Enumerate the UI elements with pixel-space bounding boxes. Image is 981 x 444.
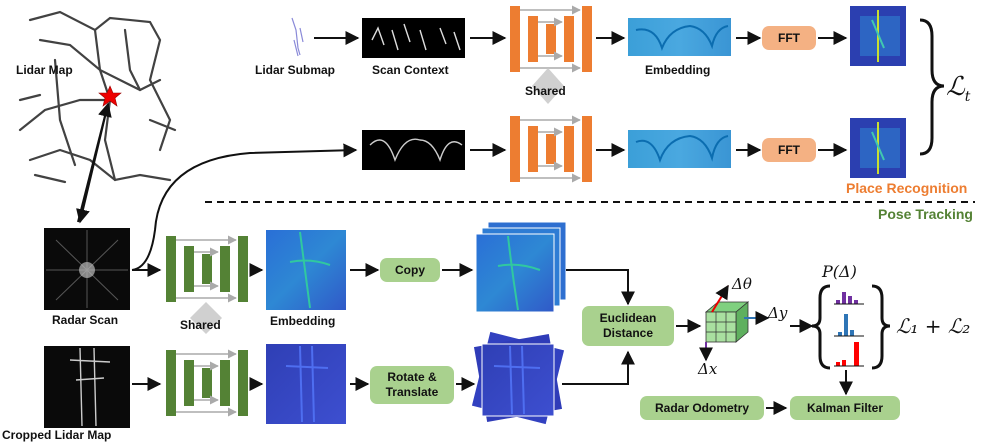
loss-12: ℒ₁ + ℒ₂ xyxy=(896,314,971,338)
lidar-map-image xyxy=(18,10,177,184)
shared-bottom-label: Shared xyxy=(180,318,221,332)
lidar-submap-image xyxy=(291,17,304,57)
loss-t: ℒt xyxy=(946,72,971,106)
radar-scan-context-image xyxy=(362,130,465,170)
cropped-lidar-map-image xyxy=(44,346,130,428)
radar-scan-label: Radar Scan xyxy=(52,313,119,327)
radar-odometry-box: Radar Odometry xyxy=(640,396,764,420)
embedding-top-image xyxy=(628,18,731,56)
fft-box-mid: FFT xyxy=(762,138,816,162)
fft-box-top: FFT xyxy=(762,26,816,50)
grid-cube-icon xyxy=(699,284,770,362)
delta-y-label: Δy xyxy=(768,304,788,322)
lidar-map-label: Lidar Map xyxy=(16,63,73,77)
rotated-embeddings-stack xyxy=(471,331,565,425)
delta-x-label: Δx xyxy=(698,360,718,378)
network-icon xyxy=(510,5,592,73)
shared-top-label: Shared xyxy=(525,84,566,98)
histogram-icon xyxy=(834,292,864,367)
shared-diamond-bottom xyxy=(190,302,222,334)
brace-icon xyxy=(919,18,945,156)
shared-diamond-top xyxy=(532,68,564,104)
embedding-bottom-label: Embedding xyxy=(270,314,336,328)
rotate-translate-box: Rotate & Translate xyxy=(370,366,454,404)
copy-box: Copy xyxy=(380,258,440,282)
copied-embeddings-stack xyxy=(475,221,567,313)
scan-context-image xyxy=(362,18,465,58)
place-recognition-title: Place Recognition xyxy=(846,180,968,196)
star-icon xyxy=(98,85,122,107)
pose-tracking-title: Pose Tracking xyxy=(878,206,973,222)
cropped-lidar-map-label: Cropped Lidar Map xyxy=(2,428,112,442)
kalman-filter-box: Kalman Filter xyxy=(790,396,900,420)
scan-context-label: Scan Context xyxy=(372,63,449,77)
lidar-submap-label: Lidar Submap xyxy=(255,63,336,77)
euclidean-distance-box: Euclidean Distance xyxy=(582,306,674,346)
embedding-top-label: Embedding xyxy=(645,63,711,77)
delta-theta-label: Δθ xyxy=(732,275,752,293)
p-delta-label: P(Δ) xyxy=(822,262,857,281)
embedding-lidar-image xyxy=(266,344,346,424)
